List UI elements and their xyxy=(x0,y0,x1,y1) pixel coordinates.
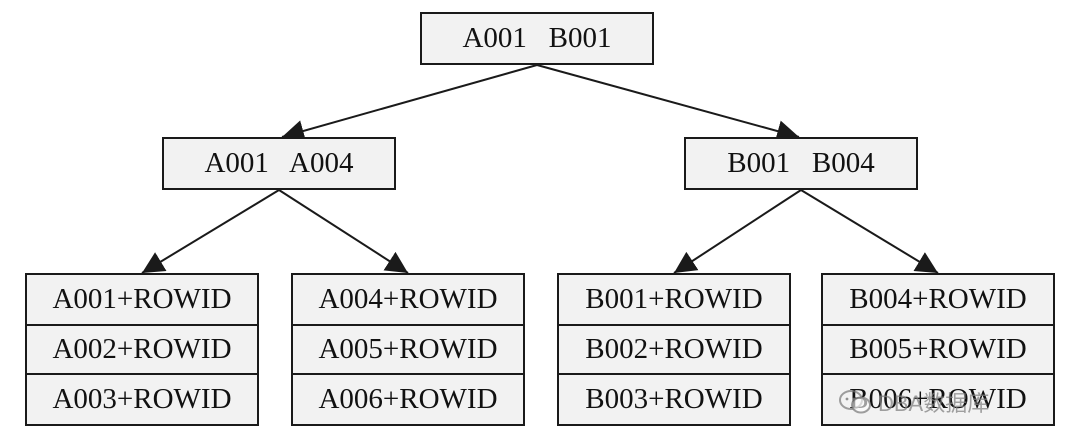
watermark-text: DBA数据库 xyxy=(878,391,990,416)
branch-node-a: A001 A004 xyxy=(162,137,396,190)
leaf-entry: A001+ROWID xyxy=(25,273,259,326)
leaf-entry: B002+ROWID xyxy=(557,324,791,375)
chat-bubble-icon xyxy=(839,390,871,414)
leaf-entry: B003+ROWID xyxy=(557,373,791,426)
edge-branch-b-to-leaf-d xyxy=(800,189,939,274)
root-node: A001 B001 xyxy=(420,12,654,65)
leaf-entry: B001+ROWID xyxy=(557,273,791,326)
edge-branch-b-to-leaf-c xyxy=(673,189,802,274)
edge-root-to-branch-b xyxy=(536,64,800,142)
leaf-entry: A005+ROWID xyxy=(291,324,525,375)
leaf-entry: B005+ROWID xyxy=(821,324,1055,375)
branch-node-b: B001 B004 xyxy=(684,137,918,190)
leaf-entry: A006+ROWID xyxy=(291,373,525,426)
leaf-entry: A003+ROWID xyxy=(25,373,259,426)
leaf-entry: A002+ROWID xyxy=(25,324,259,375)
edge-branch-a-to-leaf-b xyxy=(278,189,409,274)
edge-branch-a-to-leaf-a xyxy=(141,189,280,274)
watermark: DBA数据库 xyxy=(838,378,1058,426)
edge-root-to-branch-a xyxy=(281,64,538,142)
leaf-entry: A004+ROWID xyxy=(291,273,525,326)
leaf-entry: B004+ROWID xyxy=(821,273,1055,326)
